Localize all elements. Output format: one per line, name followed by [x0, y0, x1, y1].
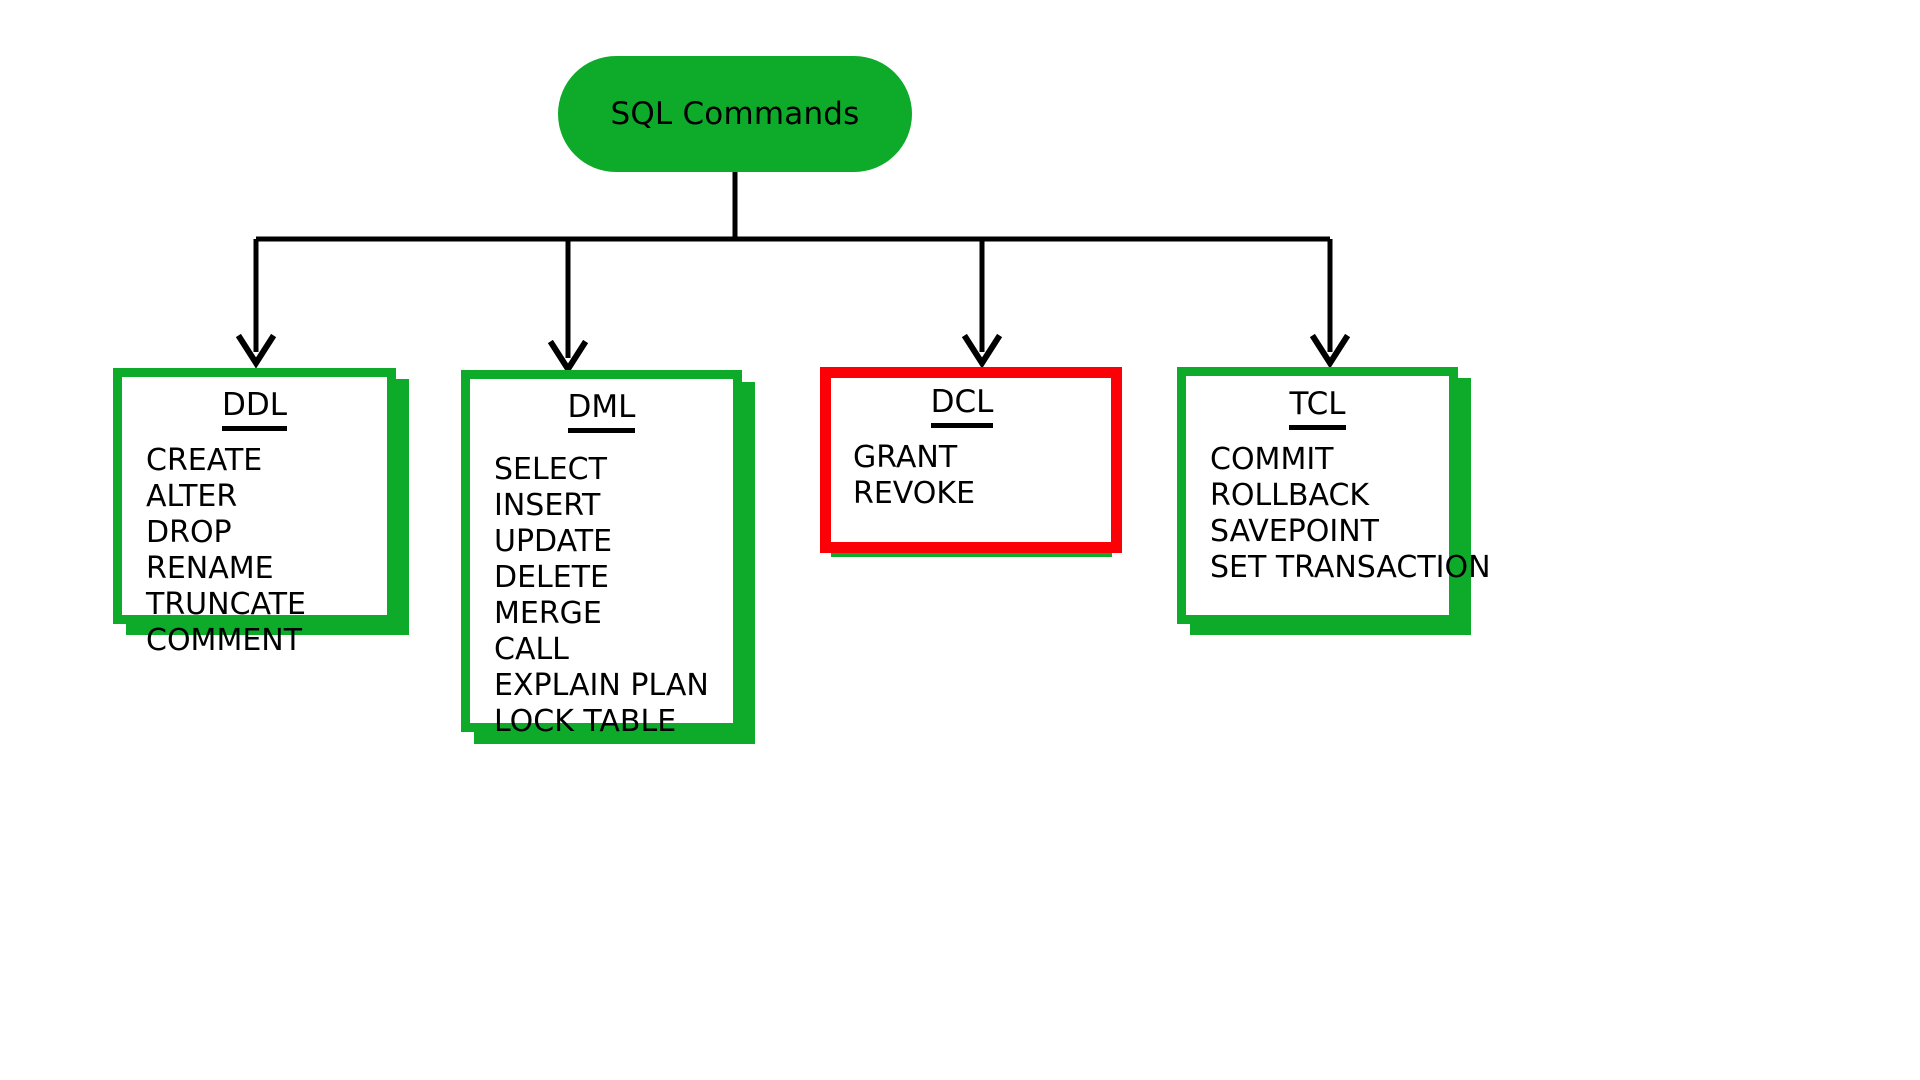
tcl-title-text: TCL: [1289, 388, 1346, 430]
list-item: ROLLBACK: [1210, 478, 1370, 513]
arrow-head-dml: [547, 339, 589, 375]
dml-command-list: SELECT INSERT UPDATE DELETE MERGE CALL E…: [494, 452, 723, 740]
list-item: SET TRANSACTION: [1210, 550, 1491, 585]
dcl-title-text: DCL: [930, 386, 994, 428]
list-item: SELECT: [494, 452, 607, 487]
list-item: SAVEPOINT: [1210, 514, 1379, 549]
list-item: DROP: [146, 515, 232, 550]
root-node-sql-commands[interactable]: SQL Commands: [558, 56, 912, 172]
list-item: ALTER: [146, 479, 238, 514]
ddl-command-list: CREATE ALTER DROP RENAME TRUNCATE COMMEN…: [146, 443, 377, 659]
category-box-dml[interactable]: DML SELECT INSERT UPDATE DELETE MERGE CA…: [461, 370, 742, 739]
arrow-head-dcl: [961, 333, 1003, 369]
ddl-title-text: DDL: [221, 389, 287, 431]
list-item: LOCK TABLE: [494, 704, 677, 739]
dml-title: DML: [470, 391, 733, 433]
category-box-tcl[interactable]: TCL COMMIT ROLLBACK SAVEPOINT SET TRANSA…: [1177, 367, 1491, 624]
dcl-box-inner: DCL GRANT REVOKE: [829, 376, 1113, 544]
arrow-head-ddl: [235, 333, 277, 369]
dcl-command-list: GRANT REVOKE: [853, 440, 1103, 512]
tcl-box-inner: TCL COMMIT ROLLBACK SAVEPOINT SET TRANSA…: [1186, 376, 1491, 615]
root-node-label: SQL Commands: [610, 96, 860, 132]
category-box-dcl[interactable]: DCL GRANT REVOKE: [820, 367, 1122, 553]
list-item: DELETE: [494, 560, 610, 595]
list-item: TRUNCATE: [146, 587, 306, 622]
list-item: CREATE: [146, 443, 263, 478]
list-item: MERGE: [494, 596, 602, 631]
list-item: UPDATE: [494, 524, 613, 559]
category-box-ddl[interactable]: DDL CREATE ALTER DROP RENAME TRUNCATE CO…: [113, 368, 396, 658]
list-item: INSERT: [494, 488, 601, 523]
list-item: EXPLAIN PLAN: [494, 668, 709, 703]
tcl-title: TCL: [1186, 388, 1449, 430]
ddl-box-inner: DDL CREATE ALTER DROP RENAME TRUNCATE CO…: [122, 377, 387, 658]
ddl-title: DDL: [122, 389, 387, 431]
dml-box-inner: DML SELECT INSERT UPDATE DELETE MERGE CA…: [470, 379, 733, 739]
tcl-command-list: COMMIT ROLLBACK SAVEPOINT SET TRANSACTIO…: [1210, 442, 1491, 586]
dcl-title: DCL: [829, 386, 1113, 428]
list-item: COMMENT: [146, 623, 303, 658]
list-item: COMMIT: [1210, 442, 1334, 477]
arrow-head-tcl: [1309, 333, 1351, 369]
list-item: CALL: [494, 632, 569, 667]
list-item: GRANT: [853, 440, 958, 475]
list-item: RENAME: [146, 551, 274, 586]
dml-title-text: DML: [567, 391, 636, 433]
list-item: REVOKE: [853, 476, 976, 511]
